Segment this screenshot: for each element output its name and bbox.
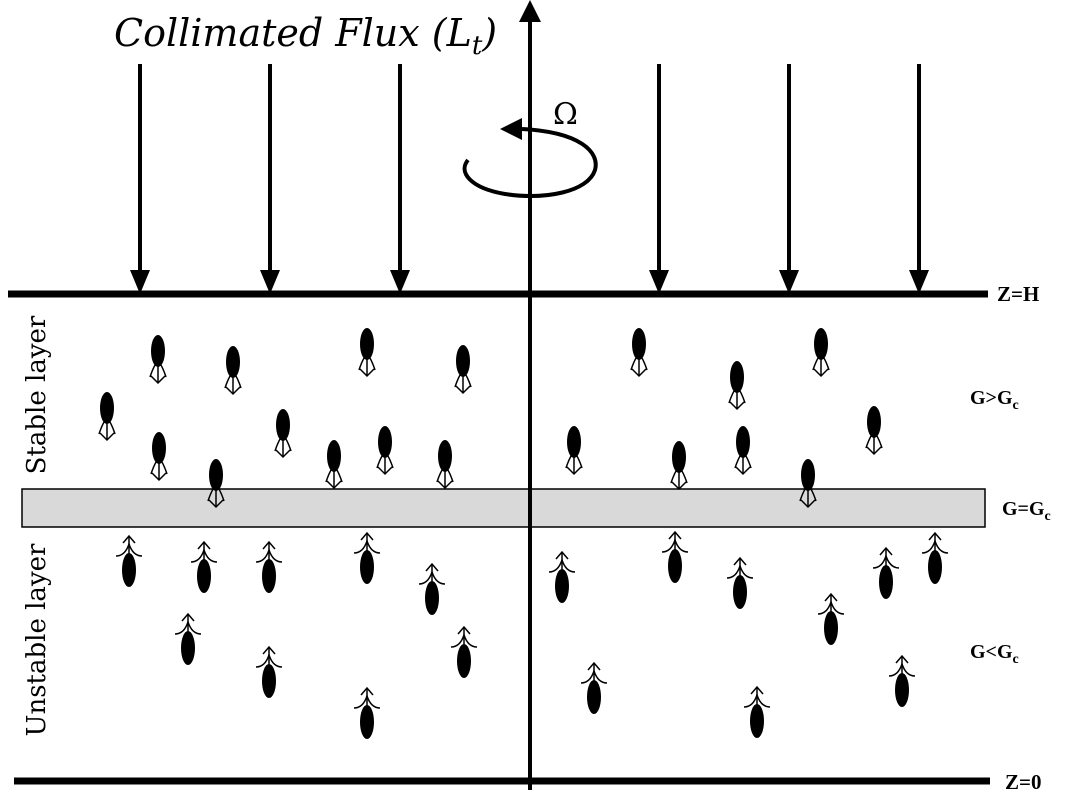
- flux-arrow: [130, 64, 150, 294]
- flux-arrows: [130, 64, 929, 294]
- swimmer-down: [325, 440, 343, 490]
- swimmer-up: [548, 550, 576, 603]
- regime-label-below: G<Gc: [970, 641, 1019, 667]
- swimmer-up: [115, 534, 143, 587]
- swimmer-down: [149, 335, 167, 385]
- swimmer-up: [743, 685, 771, 738]
- flux-arrow: [390, 64, 410, 294]
- swimmer-up: [255, 540, 283, 593]
- swimmer-down: [799, 459, 817, 509]
- swimmer-down: [436, 440, 454, 490]
- swimmer-up: [174, 612, 202, 665]
- swimmer-up: [661, 530, 689, 583]
- swimmer-down: [376, 426, 394, 476]
- swimmer-up: [190, 540, 218, 593]
- stable-organisms: [98, 328, 883, 509]
- swimmer-up: [418, 562, 446, 615]
- unstable-organisms: [115, 530, 949, 739]
- swimmer-down: [865, 406, 883, 456]
- swimmer-down: [274, 409, 292, 459]
- vertical-axis-arrowhead: [519, 0, 541, 22]
- omega-label: Ω: [553, 97, 578, 132]
- stable-layer-label: Stable layer: [22, 315, 52, 474]
- swimmer-down: [454, 345, 472, 395]
- swimmer-down: [734, 426, 752, 476]
- swimmer-up: [726, 556, 754, 609]
- unstable-layer-label: Unstable layer: [22, 543, 52, 736]
- swimmer-up: [888, 654, 916, 707]
- swimmer-up: [872, 546, 900, 599]
- swimmer-down: [670, 441, 688, 491]
- flux-arrow: [649, 64, 669, 294]
- swimmer-down: [98, 392, 116, 442]
- swimmer-up: [921, 531, 949, 584]
- flux-title: Collimated Flux (Lt): [114, 11, 497, 61]
- regime-label-critical: G=Gc: [1002, 498, 1051, 524]
- swimmer-down: [630, 328, 648, 378]
- flux-arrow: [779, 64, 799, 294]
- swimmer-up: [255, 645, 283, 698]
- swimmer-down: [224, 346, 242, 396]
- swimmer-up: [353, 531, 381, 584]
- flux-arrow: [909, 64, 929, 294]
- top-boundary-label: Z=H: [997, 282, 1039, 306]
- swimmer-down: [812, 328, 830, 378]
- rotation-arrow: [462, 118, 598, 198]
- swimmer-up: [580, 661, 608, 714]
- swimmer-down: [150, 432, 168, 482]
- swimmer-down: [358, 328, 376, 378]
- swimmer-down: [207, 459, 225, 509]
- flux-arrow: [260, 64, 280, 294]
- critical-band: [21, 488, 986, 528]
- swimmer-up: [817, 592, 845, 645]
- swimmer-up: [353, 686, 381, 739]
- swimmer-down: [565, 426, 583, 476]
- regime-label-above: G>Gc: [970, 387, 1019, 413]
- swimmer-up: [450, 625, 478, 678]
- bottom-boundary-label: Z=0: [1005, 770, 1041, 794]
- swimmer-down: [728, 361, 746, 411]
